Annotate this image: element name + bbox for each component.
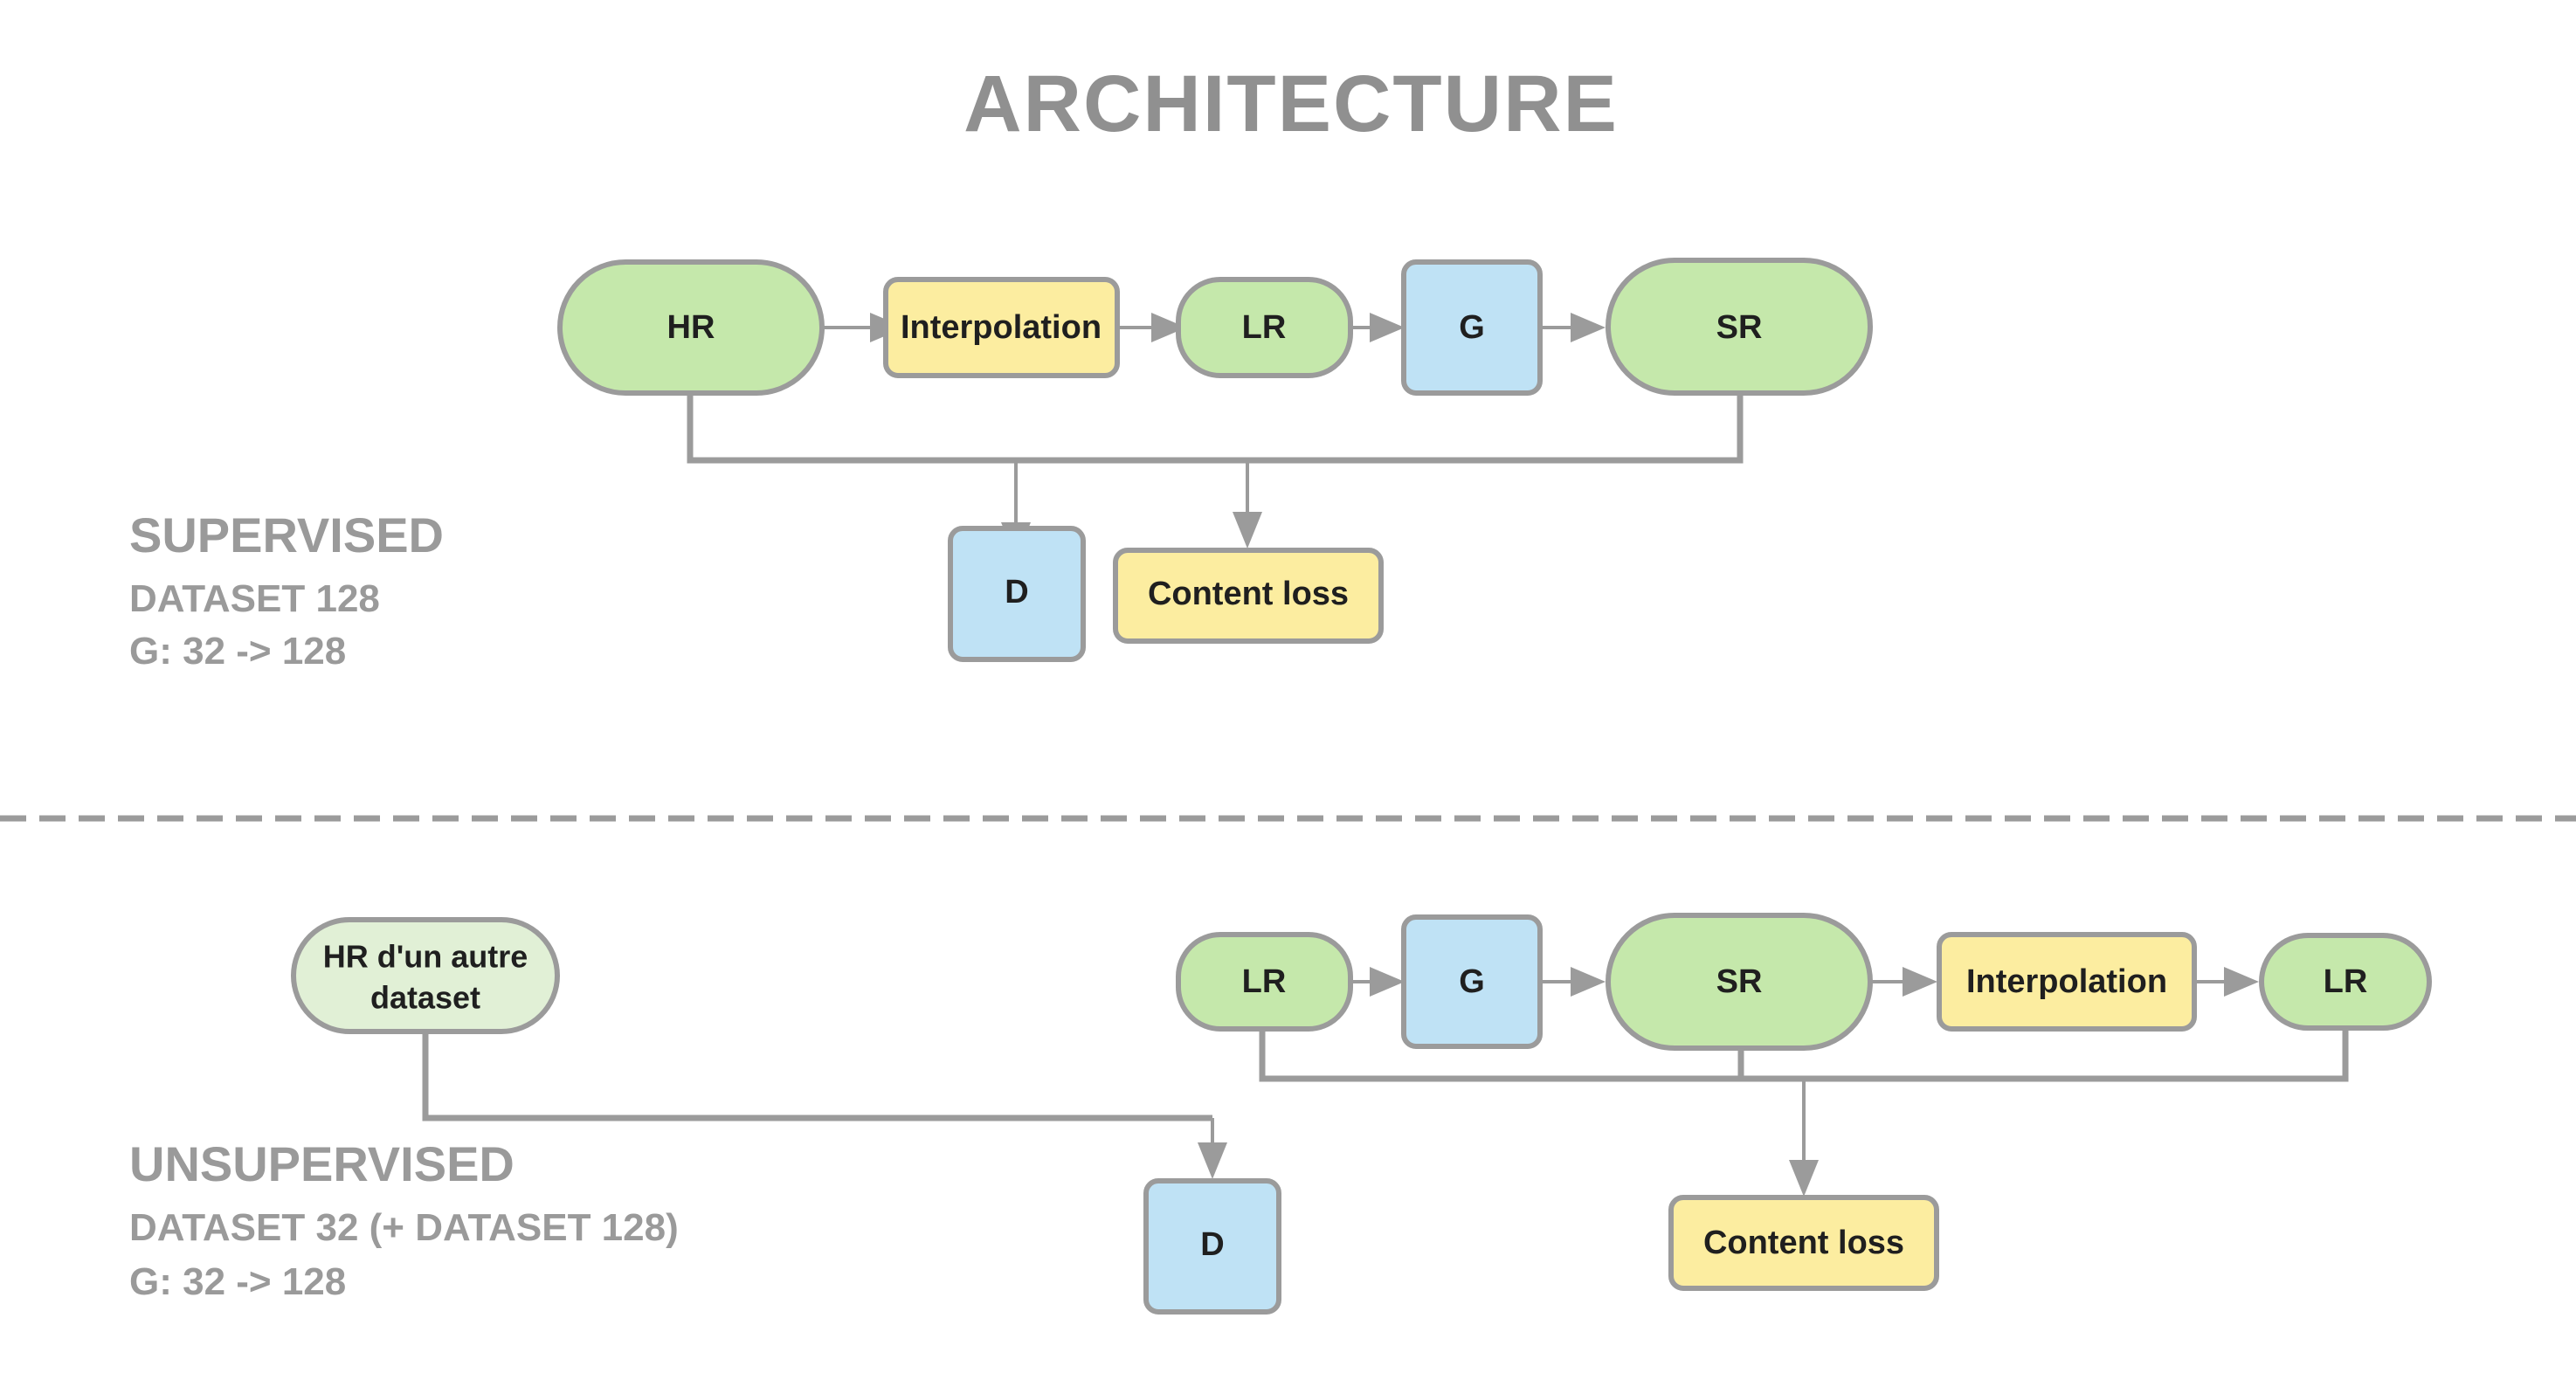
unsupervised-nodes: HR d'un autre dataset LR G SR Interpolat… [291, 913, 2432, 1315]
node-sup-d[interactable]: D [948, 526, 1086, 662]
supervised-sub-dataset: DATASET 128 [129, 577, 380, 620]
node-uns-interpolation[interactable]: Interpolation [1937, 932, 2197, 1032]
node-sup-interpolation[interactable]: Interpolation [883, 277, 1120, 378]
node-uns-lr2-label: LR [2324, 963, 2368, 1000]
edge-sup-bus-to-content-loss [1233, 460, 1262, 549]
node-uns-lr-label: LR [1242, 963, 1287, 1000]
unsupervised-sub-dataset: DATASET 32 (+ DATASET 128) [129, 1206, 679, 1249]
node-uns-lr2[interactable]: LR [2259, 933, 2432, 1031]
node-sup-hr[interactable]: HR [557, 259, 825, 396]
node-uns-lr[interactable]: LR [1176, 932, 1353, 1032]
node-uns-interpolation-label: Interpolation [1966, 963, 2167, 1000]
unsupervised-heading: UNSUPERVISED [129, 1136, 515, 1191]
edge-sup-interpolation-to-lr [1116, 313, 1186, 342]
node-uns-g[interactable]: G [1401, 914, 1543, 1049]
node-sup-hr-label: HR [667, 309, 715, 346]
unsupervised-sub-scale: G: 32 -> 128 [129, 1260, 346, 1303]
edge-uns-interpolation-to-lr2 [2194, 967, 2259, 997]
edge-sup-g-to-sr [1540, 313, 1606, 342]
edge-uns-sr-to-interpolation [1872, 967, 1937, 997]
node-sup-interpolation-label: Interpolation [901, 309, 1102, 346]
node-uns-content-loss[interactable]: Content loss [1668, 1195, 1939, 1291]
node-sup-content-loss[interactable]: Content loss [1113, 548, 1384, 644]
edge-uns-bus-to-content-loss [1789, 1079, 1819, 1197]
node-uns-content-loss-label: Content loss [1703, 1225, 1904, 1261]
edge-sup-bus [687, 395, 1744, 464]
node-sup-sr-label: SR [1716, 309, 1763, 346]
supervised-sub-scale: G: 32 -> 128 [129, 630, 346, 673]
supervised-section-labels: SUPERVISED DATASET 128 G: 32 -> 128 [129, 507, 444, 673]
supervised-heading: SUPERVISED [129, 507, 444, 562]
edge-uns-lr-to-g [1350, 967, 1405, 997]
page-title: ARCHITECTURE [963, 59, 1619, 148]
node-sup-sr[interactable]: SR [1606, 258, 1873, 396]
supervised-nodes: HR Interpolation LR G SR D [557, 258, 1873, 662]
node-sup-d-label: D [1005, 574, 1028, 611]
node-uns-d-label: D [1200, 1226, 1224, 1263]
edge-uns-hrother-to-d [422, 1032, 1227, 1179]
edge-uns-g-to-sr [1540, 967, 1606, 997]
node-uns-sr[interactable]: SR [1606, 913, 1873, 1051]
node-uns-sr-label: SR [1716, 963, 1763, 1000]
node-sup-lr[interactable]: LR [1176, 277, 1353, 378]
unsupervised-section-labels: UNSUPERVISED DATASET 32 (+ DATASET 128) … [129, 1136, 679, 1303]
node-sup-g[interactable]: G [1401, 259, 1543, 396]
node-sup-g-label: G [1459, 309, 1485, 346]
node-sup-content-loss-label: Content loss [1148, 576, 1349, 612]
unsupervised-edges [422, 967, 2349, 1197]
node-uns-hr-other-label-line1: HR d'un autre [323, 939, 528, 975]
node-sup-lr-label: LR [1242, 309, 1287, 346]
node-uns-hr-other-dataset[interactable]: HR d'un autre dataset [291, 917, 560, 1034]
edge-sup-lr-to-g [1350, 313, 1405, 342]
node-uns-hr-other-label-line2: dataset [370, 980, 480, 1016]
node-uns-d[interactable]: D [1143, 1178, 1281, 1315]
node-uns-g-label: G [1459, 963, 1485, 1000]
